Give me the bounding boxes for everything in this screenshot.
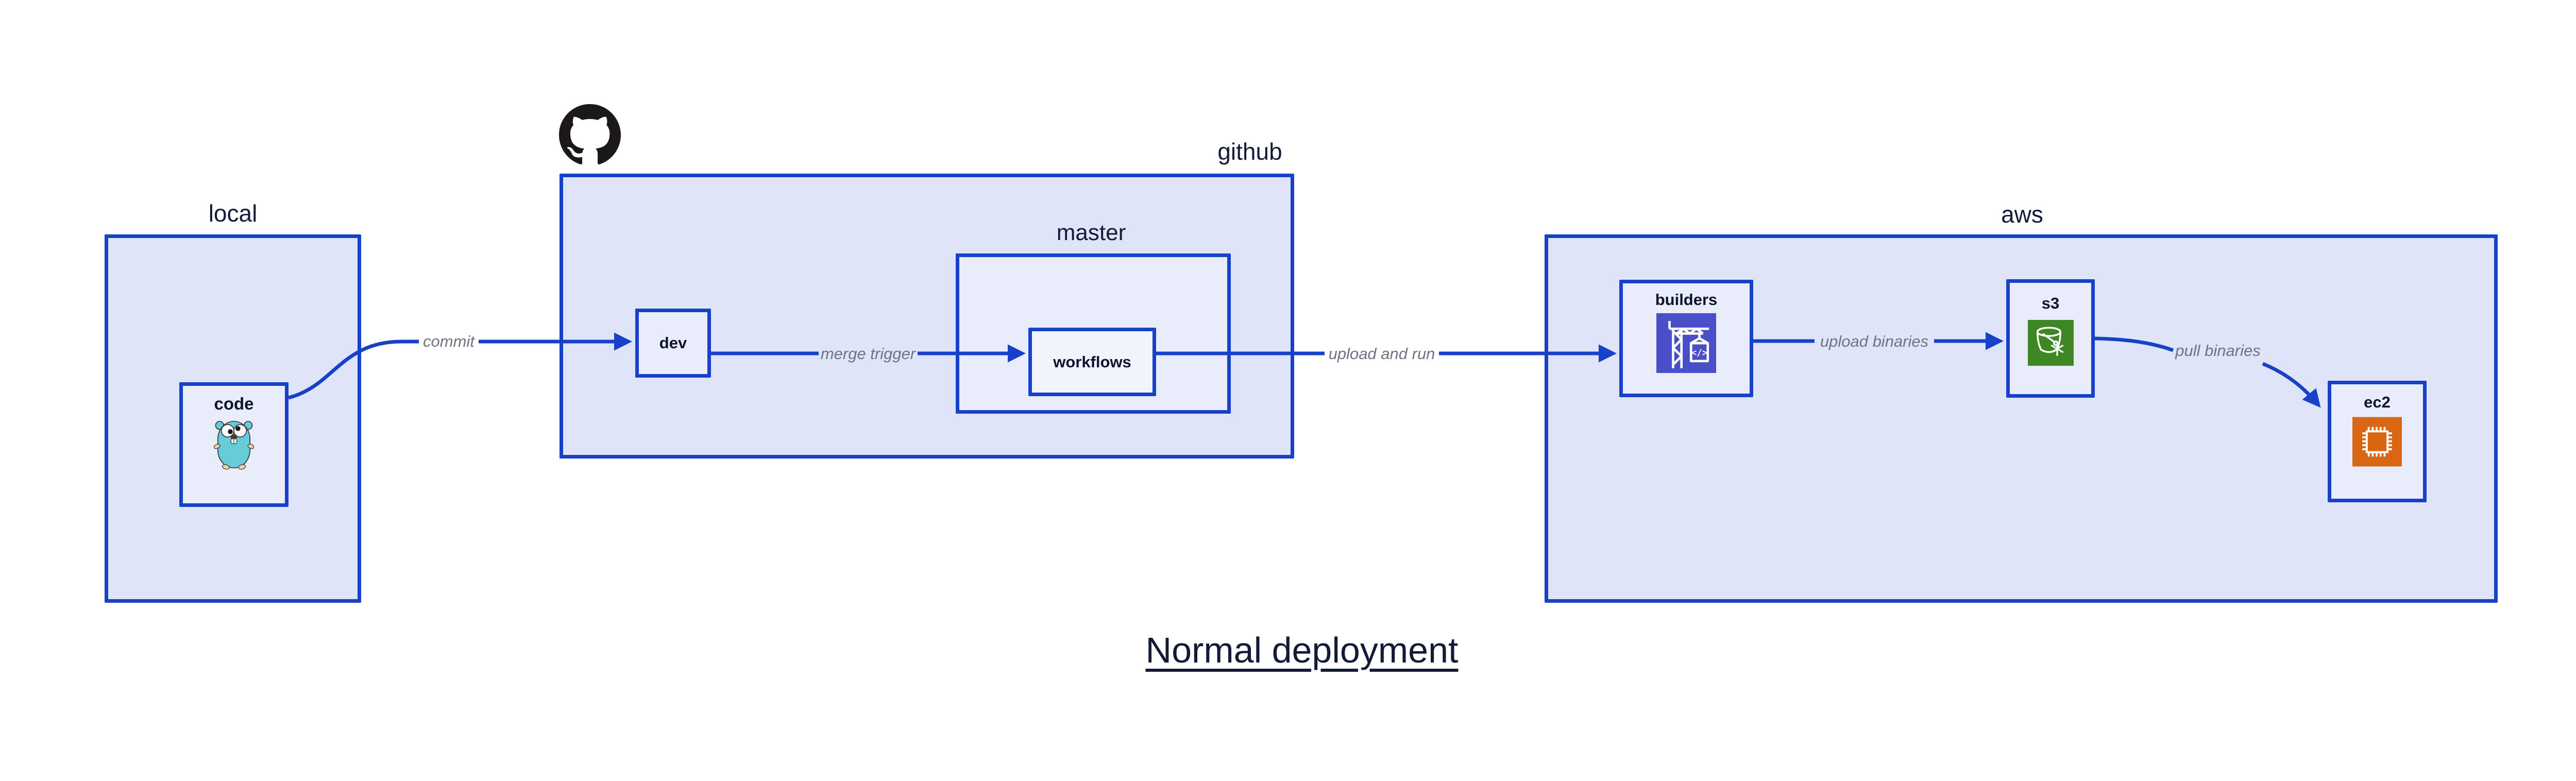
- svg-text:</>: </>: [1691, 348, 1707, 358]
- edge-label-commit: commit: [423, 332, 474, 350]
- dev-branch-label: dev: [659, 334, 687, 352]
- local-group-caption: local: [208, 200, 258, 227]
- builders-node-label: builders: [1655, 291, 1718, 309]
- edge-label-merge-trigger: merge trigger: [820, 345, 916, 363]
- workflows-node-label: workflows: [1053, 352, 1131, 371]
- s3-bucket-icon: [2027, 320, 2074, 366]
- master-branch-caption: master: [1056, 220, 1126, 245]
- github-group-caption: github: [1217, 138, 1282, 165]
- s3-node-label: s3: [2041, 294, 2060, 312]
- code-node-box: code: [179, 382, 289, 507]
- ec2-node-label: ec2: [2364, 393, 2391, 411]
- diagram-title: Normal deployment: [1145, 630, 1459, 670]
- github-octocat-icon: [559, 104, 621, 165]
- code-node-label: code: [214, 394, 254, 413]
- workflows-node-box: workflows: [1028, 328, 1156, 396]
- edge-label-pull-binaries: pull binaries: [2175, 342, 2261, 360]
- builders-node-box: builders </>: [1619, 280, 1753, 397]
- ec2-chip-icon: [2352, 417, 2402, 467]
- go-gopher-icon: [214, 421, 254, 470]
- edge-label-upload-and-run: upload and run: [1328, 345, 1435, 363]
- ec2-node-box: ec2: [2328, 381, 2427, 502]
- dev-branch-box: dev: [635, 309, 711, 378]
- codebuild-crane-icon: </>: [1656, 313, 1716, 373]
- edge-label-upload-binaries: upload binaries: [1820, 332, 1929, 350]
- aws-group-caption: aws: [2001, 201, 2043, 228]
- s3-node-box: s3: [2006, 279, 2095, 398]
